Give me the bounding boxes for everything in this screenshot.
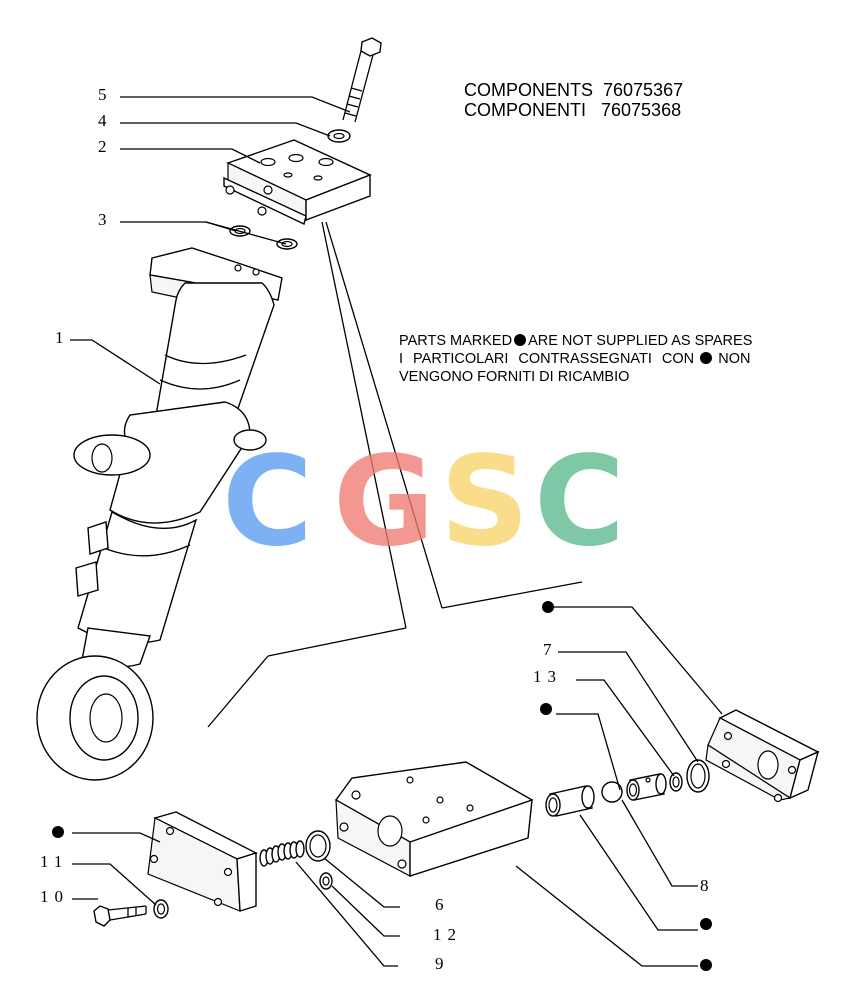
part-4-washer <box>327 129 351 143</box>
valve-spool <box>545 785 595 817</box>
part-1-cylinder <box>36 247 283 781</box>
callout-1: 1 <box>55 328 70 347</box>
callout-9: 9 <box>435 954 450 973</box>
explosion-guide-lines <box>207 221 583 728</box>
part-2-manifold-block <box>223 139 372 225</box>
callout-3: 3 <box>98 210 113 229</box>
leader-lines <box>70 96 723 967</box>
note-line-2-start: I PARTICOLARI CONTRASSEGNATI CON <box>399 351 695 367</box>
part-8-ball <box>601 781 623 803</box>
part-11-washer <box>153 899 169 919</box>
valve-body-block <box>334 761 533 877</box>
note-line-2-end: NON <box>718 351 751 367</box>
valve-seat <box>626 773 667 801</box>
right-cover-plate <box>705 709 820 803</box>
watermark-letter-g: G <box>333 430 435 574</box>
callout-4: 4 <box>98 111 113 130</box>
part-12-seal <box>319 872 333 890</box>
part-5-bolt <box>342 37 382 123</box>
callout-12: 12 <box>433 925 462 944</box>
callout-2: 2 <box>98 137 113 156</box>
note-line-1-start: PARTS MARKED <box>399 333 513 349</box>
non-spare-marker-dot <box>700 918 712 930</box>
non-spare-marker-dot <box>700 959 712 971</box>
callout-11: 11 <box>40 852 69 871</box>
part-9-spring <box>259 840 305 867</box>
part-10-screw <box>93 905 147 927</box>
components-line-1: COMPONENTS 76075367 <box>464 80 684 100</box>
callout-7: 7 <box>543 640 558 659</box>
components-line-2: COMPONENTI 76075368 <box>464 100 682 120</box>
note-line-1-end: ARE NOT SUPPLIED AS SPARES <box>528 333 753 349</box>
watermark-letter-s: S <box>440 430 530 574</box>
note-line-3: VENGONO FORNITI DI RICAMBIO <box>399 369 630 385</box>
left-cover-plate <box>147 811 258 912</box>
note-line-2: I PARTICOLARI CONTRASSEGNATI CON NON <box>399 350 752 368</box>
callout-8: 8 <box>700 876 715 895</box>
marker-dot-icon <box>514 334 527 346</box>
callout-10: 10 <box>40 887 69 906</box>
part-13-seal <box>669 772 683 792</box>
non-spare-marker-dot <box>52 826 64 838</box>
note-line-1: PARTS MARKED ARE NOT SUPPLIED AS SPARES <box>399 332 752 350</box>
components-heading: COMPONENTS 76075367 COMPONENTI 76075368 <box>464 80 683 120</box>
part-7-o-ring <box>686 759 710 793</box>
non-spare-marker-dot <box>540 703 552 715</box>
marker-dot-icon <box>700 352 713 364</box>
part-6-o-ring <box>305 830 331 862</box>
non-spare-marker-dot <box>542 601 554 613</box>
callout-13: 13 <box>533 667 562 686</box>
watermark-letter-c: C <box>222 430 314 574</box>
watermark-letter-c2: C <box>534 430 626 574</box>
callout-5: 5 <box>98 85 113 104</box>
spares-note: PARTS MARKED ARE NOT SUPPLIED AS SPARES I… <box>399 332 752 386</box>
callout-6: 6 <box>435 895 450 914</box>
